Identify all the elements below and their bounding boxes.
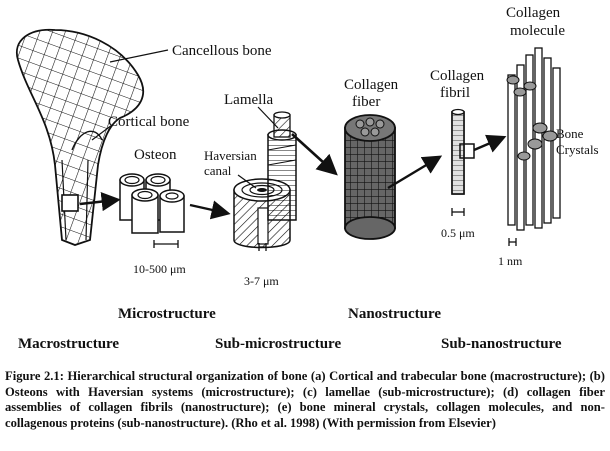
label-lamella: Lamella [224, 92, 273, 108]
label-collagen-fibril-line1: Collagen [430, 68, 485, 84]
level-microstructure: Microstructure [118, 306, 216, 322]
arrow-femur-to-osteon [79, 192, 121, 212]
scale-label-fibril: 0.5 μm [441, 226, 475, 240]
haversian-leader [237, 174, 257, 189]
femur-shaft-inner [71, 130, 103, 151]
osteon-illustration [119, 173, 185, 234]
label-bone-crystals-line1: Bone [556, 126, 584, 141]
label-osteon: Osteon [134, 147, 177, 163]
label-collagen-fiber-line1: Collagen [344, 77, 399, 93]
arrow-lamella-to-fiber [291, 133, 338, 176]
level-macrostructure: Macrostructure [18, 336, 119, 352]
figure-caption: Figure 2.1: Hierarchical structural orga… [5, 369, 605, 430]
cortical-leader [91, 124, 113, 141]
scale-bar-lamella [258, 243, 267, 251]
label-haversian-line1: Haversian [204, 148, 257, 163]
haversian-illustration [233, 111, 297, 249]
scale-bar-fibril [451, 208, 465, 216]
label-cancellous-bone: Cancellous bone [172, 43, 272, 59]
label-collagen-fiber-line2: fiber [352, 94, 380, 110]
level-sub-nanostructure: Sub-nanostructure [441, 336, 562, 352]
arrow-fibril-to-molecule [473, 134, 507, 153]
scale-bar-osteon [153, 240, 179, 248]
collagen-fiber-illustration [344, 114, 396, 240]
label-haversian-line2: canal [204, 163, 232, 178]
collagen-fibril-illustration [451, 108, 475, 195]
label-collagen-molecule-line1: Collagen [506, 5, 561, 21]
label-bone-crystals-line2: Crystals [556, 142, 599, 157]
level-sub-microstructure: Sub-microstructure [215, 336, 341, 352]
scale-bar-molecule [508, 238, 517, 246]
scale-label-molecule: 1 nm [498, 254, 523, 268]
level-nanostructure: Nanostructure [348, 306, 441, 322]
scale-label-osteon: 10-500 μm [133, 262, 186, 276]
femur-illustration [15, 28, 144, 246]
label-collagen-molecule-line2: molecule [510, 23, 565, 39]
cancellous-leader [109, 49, 169, 63]
femur-sample-box [61, 194, 79, 212]
scale-label-lamella: 3-7 μm [244, 274, 279, 288]
label-collagen-fibril-line2: fibril [440, 85, 470, 101]
label-cortical-bone: Cortical bone [108, 114, 190, 130]
lamella-leader [257, 106, 279, 129]
arrow-osteon-to-haversian [189, 200, 231, 220]
arrow-fiber-to-fibril [387, 155, 443, 190]
collagen-molecule-illustration [506, 47, 561, 231]
